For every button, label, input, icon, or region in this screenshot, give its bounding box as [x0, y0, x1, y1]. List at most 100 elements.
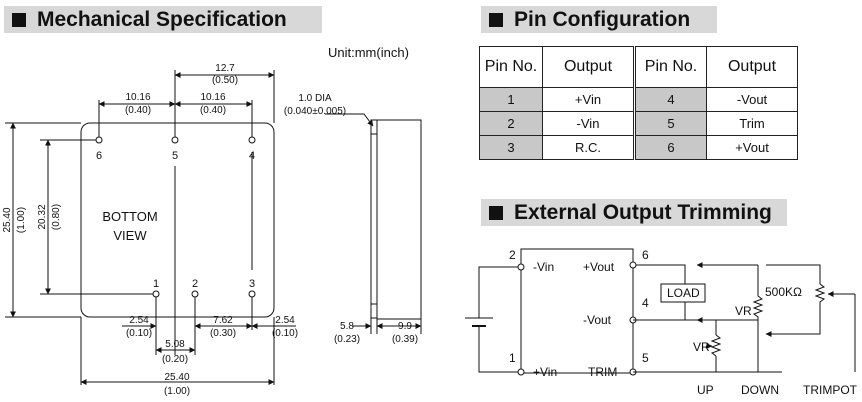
dim-12-7: 12.7	[215, 63, 235, 74]
resistor-value-label: 500KΩ	[765, 285, 802, 299]
module-side-view	[376, 119, 422, 320]
mechanical-spec-header: Mechanical Specification	[4, 6, 322, 33]
load-label: LOAD	[667, 286, 700, 300]
up-label: UP	[697, 383, 714, 397]
circuit-pin-5: 5	[642, 351, 649, 365]
side-pin-bottom	[370, 303, 378, 319]
square-bullet-icon	[489, 12, 503, 27]
pin-config-header: Pin Configuration	[481, 6, 717, 33]
dim-10-16-right-inch: (0.40)	[200, 105, 226, 116]
mechanical-labels: 12.7 (0.50) 10.16 (0.40) 10.16 (0.40) 25…	[2, 63, 418, 397]
neg-vout-label: -Vout	[583, 313, 612, 327]
pin-output-cell: -Vout	[706, 87, 798, 112]
pin-diameter-label: 1.0 DIA	[298, 93, 332, 104]
pin-label-1: 1	[153, 278, 159, 290]
dim-2-54-left-inch: (0.10)	[126, 328, 152, 339]
pin-diameter-inch: (0.040±0.005)	[284, 106, 346, 117]
mechanical-drawing	[5, 70, 422, 385]
dim-5-8: 5.8	[340, 321, 354, 332]
dim-5-8-inch: (0.23)	[334, 334, 360, 345]
pin-label-3: 3	[249, 278, 255, 290]
dim-25-40-vertical-inch: (1.00)	[16, 207, 27, 233]
module-outline-bottom-view	[80, 122, 275, 318]
pin-number-cell: 5	[633, 111, 707, 136]
dim-7-62-inch: (0.30)	[210, 328, 236, 339]
pin-number-cell: 2	[479, 111, 543, 136]
pos-vin-label: +Vin	[533, 365, 557, 379]
table-row: 1 +Vin 4 -Vout	[479, 87, 798, 112]
dim-25-40-vertical: 25.40	[2, 207, 13, 232]
dim-2-54-left: 2.54	[129, 315, 149, 326]
pin-label-5: 5	[172, 150, 178, 162]
bottom-label: BOTTOM	[102, 209, 157, 224]
vr-down-resistor	[752, 265, 764, 372]
pin-number-cell: 4	[633, 87, 707, 112]
circuit-pin-2: 2	[509, 248, 516, 262]
circuit-labels: 2 -Vin +Vout 6 4 LOAD -Vout VR VR 500KΩ …	[509, 248, 858, 397]
square-bullet-icon	[489, 205, 503, 220]
pos-vout-label: +Vout	[583, 260, 615, 274]
pin-hole-1	[152, 290, 160, 298]
dim-5-08-inch: (0.20)	[162, 354, 188, 365]
circuit-pin-1: 1	[509, 351, 516, 365]
mechanical-spec-title: Mechanical Specification	[37, 7, 287, 31]
pin-hole-4	[248, 136, 256, 144]
vr-up-resistor	[710, 334, 722, 357]
trimpot-resistor	[766, 264, 826, 335]
vr-up-label: VR	[693, 340, 710, 354]
trimming-title: External Output Trimming	[514, 200, 772, 224]
dim-7-62: 7.62	[213, 315, 233, 326]
pin-hole-5	[171, 136, 179, 144]
view-label: VIEW	[113, 228, 147, 243]
table-row: 2 -Vin 5 Trim	[479, 111, 798, 136]
dim-25-40-horizontal: 25.40	[164, 372, 189, 383]
dim-10-16-left: 10.16	[125, 92, 150, 103]
square-bullet-icon	[12, 12, 26, 27]
dim-20-32: 20.32	[37, 204, 48, 229]
pin-number-cell: 6	[633, 135, 707, 160]
pin-hole-2	[191, 290, 199, 298]
pin-config-title: Pin Configuration	[514, 7, 691, 31]
trimming-header: External Output Trimming	[481, 199, 787, 226]
header-output: Output	[706, 46, 798, 88]
dim-2-54-right-inch: (0.10)	[272, 328, 298, 339]
dim-9-9: 9.9	[398, 321, 412, 332]
dim-9-9-inch: (0.39)	[392, 334, 418, 345]
load-box	[660, 283, 706, 303]
circuit-pin-6: 6	[642, 248, 649, 262]
table-row: 3 R.C. 6 +Vout	[479, 135, 798, 160]
dim-25-40-horizontal-inch: (1.00)	[164, 386, 190, 397]
down-label: DOWN	[741, 383, 779, 397]
pin-hole-6	[95, 136, 103, 144]
dim-20-32-inch: (0.80)	[51, 204, 62, 230]
vr-down-label: VR	[735, 304, 752, 318]
dim-5-08: 5.08	[165, 339, 185, 350]
pin-output-cell: +Vout	[706, 135, 798, 160]
header-output: Output	[542, 46, 635, 88]
trim-label: TRIM	[588, 365, 617, 379]
pin-label-2: 2	[192, 278, 198, 290]
pin-label-6: 6	[96, 150, 102, 162]
neg-vin-label: -Vin	[533, 260, 554, 274]
pin-table: Pin No. Output Pin No. Output 1 +Vin 4 -…	[479, 46, 798, 160]
pin-output-cell: -Vin	[542, 111, 635, 136]
unit-label: Unit:mm(inch)	[328, 45, 409, 60]
pin-hole-3	[248, 290, 256, 298]
trim-circuit	[465, 248, 856, 376]
header-pin-no: Pin No.	[479, 46, 543, 88]
trimpot-label: TRIMPOT	[803, 383, 858, 397]
pin-table-header-row: Pin No. Output Pin No. Output	[479, 46, 798, 88]
pin-number-cell: 1	[479, 87, 543, 112]
circuit-pin-4: 4	[642, 296, 649, 310]
pin-output-cell: R.C.	[542, 135, 635, 160]
pin-label-4: 4	[249, 150, 255, 162]
dim-10-16-left-inch: (0.40)	[125, 105, 151, 116]
dim-12-7-inch: (0.50)	[212, 75, 238, 86]
converter-block	[520, 248, 634, 374]
pin-number-cell: 3	[479, 135, 543, 160]
dim-10-16-right: 10.16	[200, 92, 225, 103]
dim-2-54-right: 2.54	[275, 315, 295, 326]
pin-output-cell: Trim	[706, 111, 798, 136]
side-pin-top	[370, 119, 378, 135]
